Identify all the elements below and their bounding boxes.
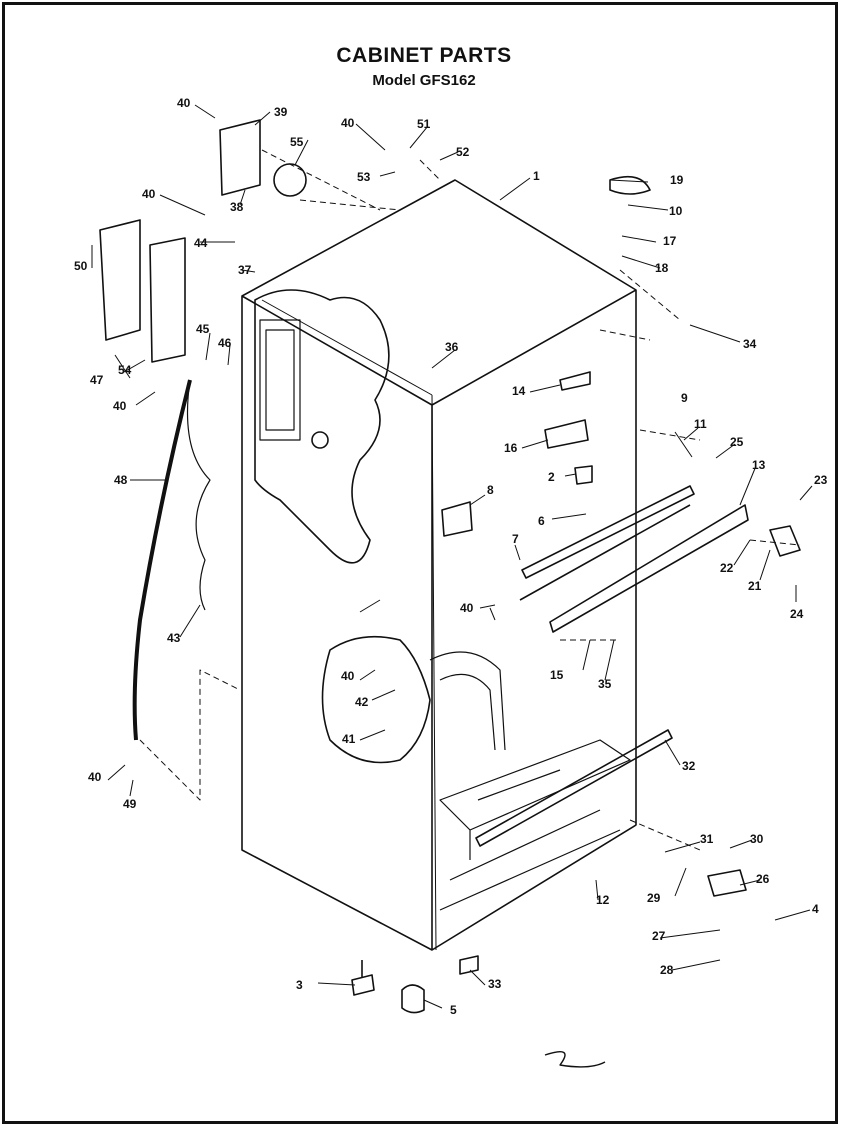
callout-33: 33 <box>488 977 502 991</box>
callout-40-g: 40 <box>88 770 102 784</box>
callout-13: 13 <box>752 458 766 472</box>
callout-47: 47 <box>90 373 104 387</box>
callout-38: 38 <box>230 200 244 214</box>
callout-34: 34 <box>743 337 757 351</box>
callout-17: 17 <box>663 234 677 248</box>
callout-14: 14 <box>512 384 526 398</box>
callout-25: 25 <box>730 435 744 449</box>
callout-18: 18 <box>655 261 669 275</box>
callout-53: 53 <box>357 170 371 184</box>
callout-42: 42 <box>355 695 369 709</box>
callout-6: 6 <box>538 514 545 528</box>
callout-39: 39 <box>274 105 288 119</box>
callout-2: 2 <box>548 470 555 484</box>
callout-36: 36 <box>445 340 459 354</box>
callout-40-f: 40 <box>341 669 355 683</box>
callout-22: 22 <box>720 561 734 575</box>
rail-7 <box>519 485 695 601</box>
callout-46: 46 <box>218 336 232 350</box>
callout-19: 19 <box>670 173 684 187</box>
callout-49: 49 <box>123 797 137 811</box>
callout-40-a: 40 <box>177 96 191 110</box>
callout-52: 52 <box>456 145 470 159</box>
model-number: Model GFS162 <box>372 72 476 89</box>
callout-24: 24 <box>790 607 804 621</box>
callout-9: 9 <box>681 391 688 405</box>
rail-32 <box>475 729 673 847</box>
cutaway-freezer <box>254 289 390 564</box>
callout-27: 27 <box>652 929 666 943</box>
callout-12: 12 <box>596 893 610 907</box>
callout-4: 4 <box>812 902 819 916</box>
control-housing-39 <box>219 119 261 196</box>
callout-40-d: 40 <box>113 399 127 413</box>
callout-7: 7 <box>512 532 519 546</box>
callout-37: 37 <box>238 263 252 277</box>
callout-40-c: 40 <box>142 187 156 201</box>
light-housing-47 <box>99 219 186 363</box>
cabinet-body <box>241 179 637 951</box>
callout-3: 3 <box>296 978 303 992</box>
callout-44: 44 <box>194 236 208 250</box>
diagram-title: CABINET PARTS <box>336 44 512 67</box>
callout-48: 48 <box>114 473 128 487</box>
callout-15: 15 <box>550 668 564 682</box>
roller-5 <box>401 984 425 1014</box>
callout-43: 43 <box>167 631 181 645</box>
callout-8: 8 <box>487 483 494 497</box>
diagram-frame <box>2 2 838 1124</box>
callout-30: 30 <box>750 832 764 846</box>
callout-31: 31 <box>700 832 714 846</box>
leveling-leg-3 <box>351 960 375 996</box>
callout-32: 32 <box>682 759 696 773</box>
callout-1: 1 <box>533 169 540 183</box>
callout-51: 51 <box>417 117 431 131</box>
callout-10: 10 <box>669 204 683 218</box>
callout-45: 45 <box>196 322 210 336</box>
callout-40-b: 40 <box>341 116 355 130</box>
callout-50: 50 <box>74 259 88 273</box>
callout-29: 29 <box>647 891 661 905</box>
callout-21: 21 <box>748 579 762 593</box>
rail-13 <box>549 504 749 633</box>
callout-54: 54 <box>118 363 132 377</box>
drain-hose-48 <box>132 379 192 741</box>
callout-40-e: 40 <box>460 601 474 615</box>
callout-41: 41 <box>342 732 356 746</box>
callout-16: 16 <box>504 441 518 455</box>
callout-28: 28 <box>660 963 674 977</box>
callout-55: 55 <box>290 135 304 149</box>
callout-5: 5 <box>450 1003 457 1017</box>
cutaway-fresh-food <box>321 635 431 764</box>
callout-35: 35 <box>598 677 612 691</box>
callout-11: 11 <box>694 417 707 431</box>
callout-26: 26 <box>756 872 770 886</box>
callout-23: 23 <box>814 473 828 487</box>
